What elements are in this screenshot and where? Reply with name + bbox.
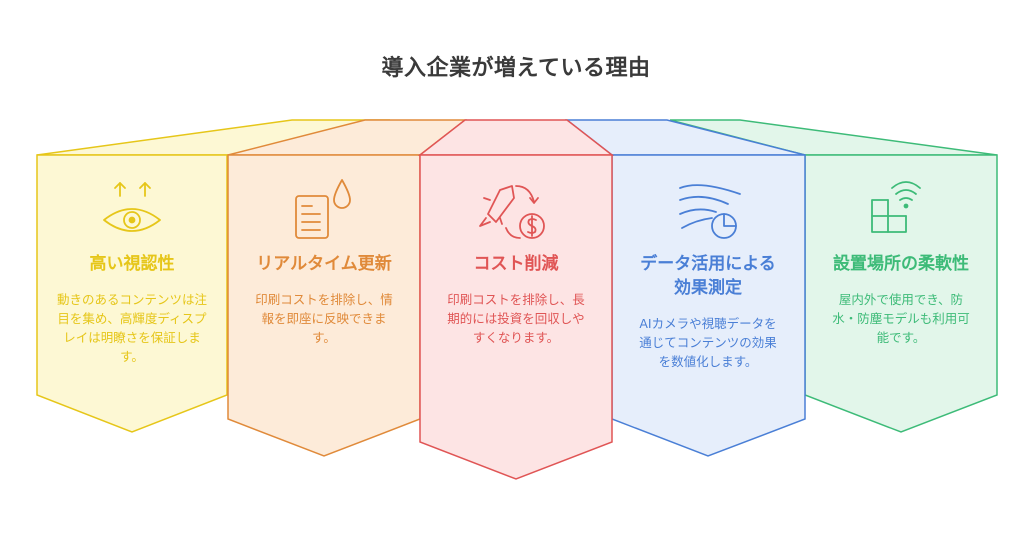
window-wifi-icon (871, 181, 921, 233)
card-title: データ活用による効果測定 (640, 254, 776, 298)
card-description: 印刷コストを排除し、長期的には投資を回収しやすくなります。 (447, 292, 585, 345)
card-3-shape (417, 119, 615, 480)
card-title: コスト削減 (473, 254, 559, 274)
card-2-shape (227, 119, 468, 457)
signal-chart-icon (679, 184, 741, 239)
card-description: 印刷コストを排除し、情報を即座に反映できます。 (255, 292, 393, 345)
card-high-visibility: 高い視認性 動きのあるコンテンツは注目を集め、高輝度ディスプレイは明瞭さを保証し… (57, 252, 207, 366)
card-title: リアルタイム更新 (256, 254, 392, 274)
card-realtime-update: リアルタイム更新 印刷コストを排除し、情報を即座に反映できます。 (249, 252, 399, 347)
card-description: 屋内外で使用でき、防水・防塵モデルも利用可能です。 (832, 292, 970, 345)
card-flexible-placement: 設置場所の柔軟性 屋内外で使用でき、防水・防塵モデルも利用可能です。 (826, 252, 976, 347)
card-description: AIカメラや視聴データを通じてコンテンツの効果を数値化します。 (639, 316, 777, 369)
card-description: 動きのあるコンテンツは注目を集め、高輝度ディスプレイは明瞭さを保証します。 (57, 292, 208, 364)
card-title: 設置場所の柔軟性 (833, 254, 969, 274)
rocket-dollar-icon (479, 185, 545, 239)
card-4-shape (564, 119, 806, 457)
card-cost-reduction: コスト削減 印刷コストを排除し、長期的には投資を回収しやすくなります。 (441, 252, 591, 347)
eye-with-arrows-icon (103, 182, 161, 232)
page-title: 導入企業が増えている理由 (381, 56, 651, 81)
card-data-measurement: データ活用による効果測定 AIカメラや視聴データを通じてコンテンツの効果を数値化… (633, 252, 783, 371)
card-title: 高い視認性 (89, 254, 175, 274)
document-droplet-icon (295, 179, 351, 239)
